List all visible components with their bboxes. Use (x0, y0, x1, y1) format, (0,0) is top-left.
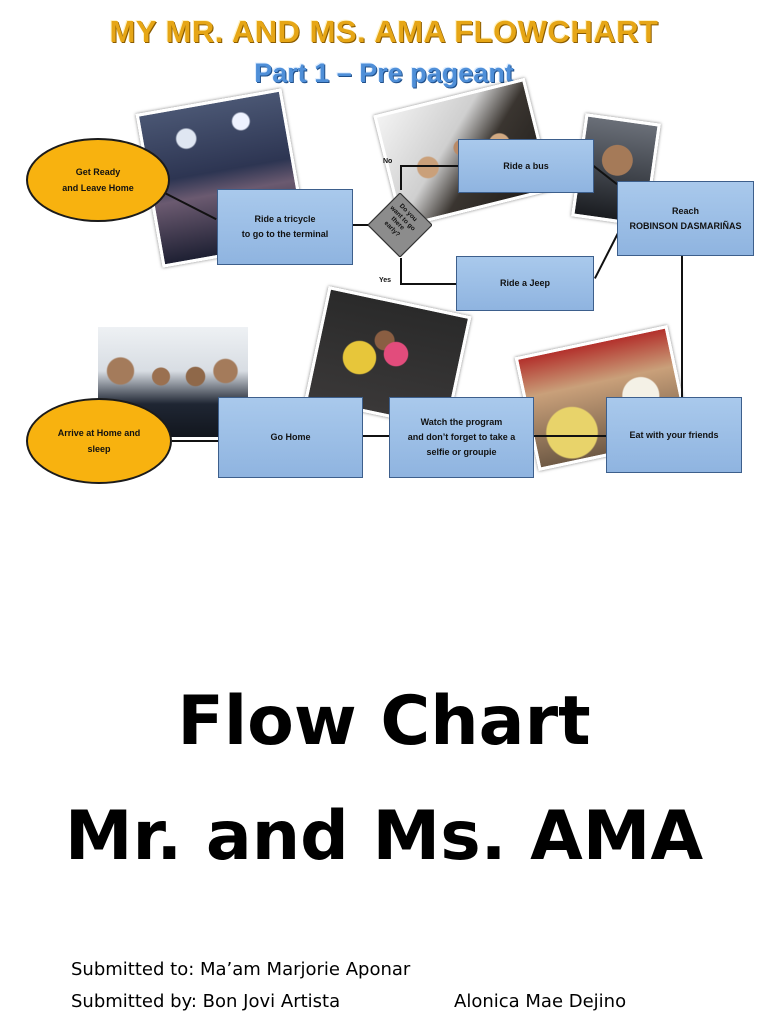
watch-step: Watch the program and don’t forget to ta… (389, 397, 534, 478)
submitted-to: Submitted to: Ma’am Marjorie Aponar (71, 959, 410, 980)
connector-decision-down (400, 258, 402, 284)
no-label: No (383, 158, 392, 165)
cover-title-line1: Flow Chart (0, 682, 768, 761)
submitted-by: Submitted by: Bon Jovi Artista (71, 991, 340, 1012)
jeep-step: Ride a Jeep (456, 256, 594, 311)
eat-step: Eat with your friends (606, 397, 742, 473)
yes-label: Yes (379, 277, 391, 284)
flowchart-subtitle: Part 1 – Pre pageant (0, 58, 768, 89)
end-oval: Arrive at Home and sleep (26, 398, 172, 484)
cover-title-line2: Mr. and Ms. AMA (0, 797, 768, 876)
decision-diamond: Do you want to go there early? (368, 193, 432, 257)
connector-reach-eat (681, 256, 683, 398)
home-step: Go Home (218, 397, 363, 478)
bus-step: Ride a bus (458, 139, 594, 193)
submitted-by-second: Alonica Mae Dejino (454, 991, 626, 1012)
connector-yes-jeep (400, 283, 456, 285)
connector-home-end (172, 440, 218, 442)
flowchart-title: MY MR. AND MS. AMA FLOWCHART (0, 14, 768, 50)
connector-no-bus (400, 165, 458, 167)
tricycle-step: Ride a tricycle to go to the terminal (217, 189, 353, 265)
reach-step: Reach ROBINSON DASMARIÑAS (617, 181, 754, 256)
start-oval: Get Ready and Leave Home (26, 138, 170, 222)
connector-decision-up (400, 165, 402, 190)
connector-tricycle-decision (353, 224, 369, 226)
connector-watch-home (363, 435, 389, 437)
connector-eat-watch (534, 435, 606, 437)
